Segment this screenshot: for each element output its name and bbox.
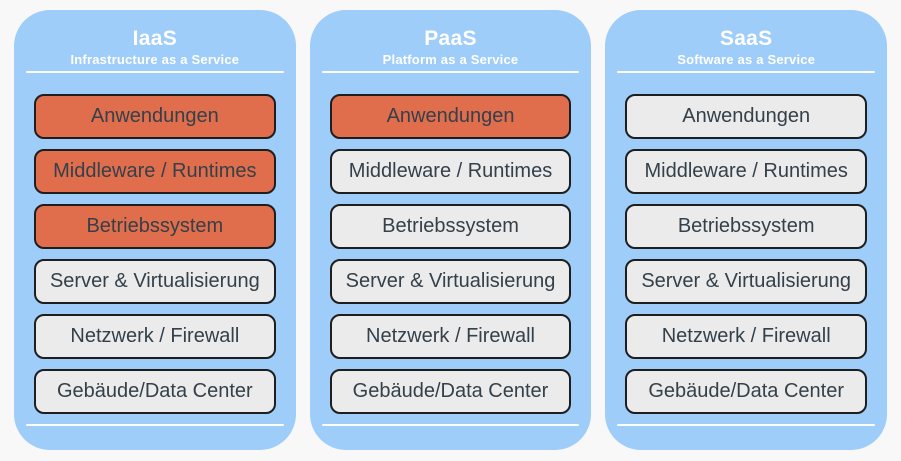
- layer-box-netzwerk-firewall: Netzwerk / Firewall: [625, 314, 868, 359]
- layer-stack: Anwendungen Middleware / Runtimes Betrie…: [329, 94, 572, 414]
- column-title: PaaS: [424, 27, 477, 50]
- layer-box-middleware-runtimes: Middleware / Runtimes: [34, 149, 276, 194]
- layer-stack: Anwendungen Middleware / Runtimes Betrie…: [34, 94, 276, 414]
- column-title: IaaS: [132, 27, 178, 50]
- column-subtitle: Platform as a Service: [382, 52, 519, 67]
- column-iaas: IaaS Infrastructure as a Service Anwendu…: [14, 10, 296, 450]
- layer-stack: Anwendungen Middleware / Runtimes Betrie…: [625, 94, 868, 414]
- layer-box-gebaeude-data-center: Gebäude/Data Center: [329, 369, 572, 414]
- layer-box-server-virtualisierung: Server & Virtualisierung: [34, 259, 276, 304]
- column-subtitle: Infrastructure as a Service: [70, 52, 240, 67]
- header-separator: [26, 71, 284, 73]
- layer-box-betriebssystem: Betriebssystem: [34, 204, 276, 249]
- layer-box-netzwerk-firewall: Netzwerk / Firewall: [34, 314, 276, 359]
- layer-box-server-virtualisierung: Server & Virtualisierung: [329, 259, 572, 304]
- layer-box-betriebssystem: Betriebssystem: [329, 204, 572, 249]
- layer-box-gebaeude-data-center: Gebäude/Data Center: [34, 369, 276, 414]
- column-title: SaaS: [719, 27, 773, 50]
- column-subtitle: Software as a Service: [677, 52, 816, 67]
- layer-box-middleware-runtimes: Middleware / Runtimes: [625, 149, 868, 194]
- column-paas: PaaS Platform as a Service Anwendungen M…: [309, 10, 592, 450]
- layer-box-middleware-runtimes: Middleware / Runtimes: [329, 149, 572, 194]
- footer-separator: [321, 424, 580, 426]
- header-separator: [617, 71, 876, 73]
- footer-separator: [26, 424, 284, 426]
- column-saas: SaaS Software as a Service Anwendungen M…: [605, 10, 888, 450]
- footer-separator: [617, 424, 876, 426]
- layer-box-betriebssystem: Betriebssystem: [625, 204, 868, 249]
- layer-box-netzwerk-firewall: Netzwerk / Firewall: [329, 314, 572, 359]
- layer-box-anwendungen: Anwendungen: [625, 94, 868, 139]
- header-separator: [321, 71, 580, 73]
- layer-box-anwendungen: Anwendungen: [329, 94, 572, 139]
- layer-box-server-virtualisierung: Server & Virtualisierung: [625, 259, 868, 304]
- layer-box-anwendungen: Anwendungen: [34, 94, 276, 139]
- layer-box-gebaeude-data-center: Gebäude/Data Center: [625, 369, 868, 414]
